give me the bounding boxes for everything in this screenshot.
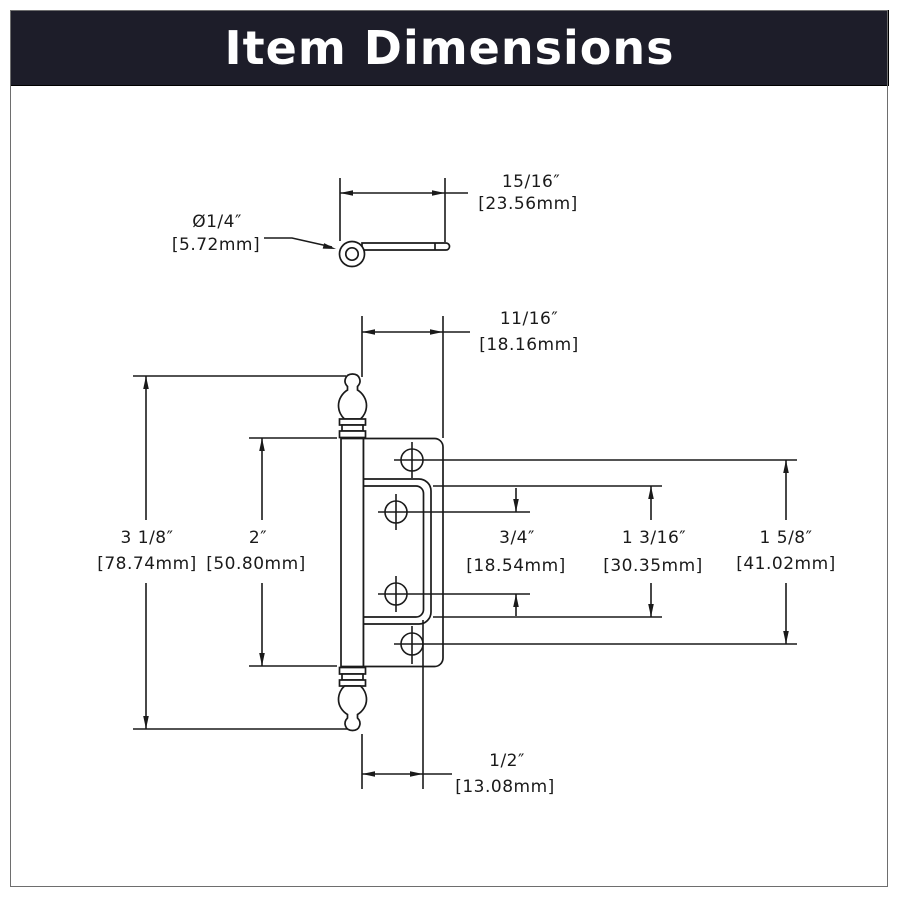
arrow [783, 631, 789, 644]
dim-outer-hole-spacing-inch: 1 5/8″ [760, 528, 813, 548]
arrow [259, 438, 265, 451]
dim-side-width: 15/16″ [23.56mm] [478, 172, 578, 214]
dim-leaf-width: 11/16″ [18.16mm] [479, 309, 579, 355]
page-title: Item Dimensions [224, 21, 675, 75]
arrow [783, 460, 789, 473]
arrow [432, 190, 445, 196]
arrow [362, 329, 375, 335]
dim-hole-spacing: 3/4″ [18.54mm] [466, 528, 566, 576]
screw-hole [384, 582, 408, 606]
dim-offset-mm: [13.08mm] [455, 777, 555, 797]
arrow [340, 190, 353, 196]
dim-side-width-inch: 15/16″ [502, 172, 560, 192]
dim-hole-spacing-mm: [18.54mm] [466, 556, 566, 576]
bottom-finial-ring [341, 673, 364, 681]
top-finial-ring [338, 418, 367, 426]
dimension-lines [133, 178, 787, 789]
dim-overall-height: 3 1/8″ [78.74mm] [97, 528, 197, 574]
dim-offset: 1/2″ [13.08mm] [455, 751, 555, 797]
arrow [513, 594, 519, 607]
dim-pin-diameter-mm: [5.72mm] [172, 235, 260, 255]
title-bar: Item Dimensions [10, 10, 889, 86]
bottom-finial [337, 685, 368, 732]
dim-offset-inch: 1/2″ [489, 751, 525, 771]
arrow [430, 329, 443, 335]
arrow [259, 653, 265, 666]
dim-plate-height-inch: 2″ [249, 528, 267, 548]
front-view [337, 373, 444, 732]
arrowheads [143, 190, 789, 777]
dim-pin-diameter-inch: Ø1/4″ [192, 212, 242, 232]
dim-pin-diameter: Ø1/4″ [5.72mm] [172, 212, 260, 255]
screw-holes [378, 442, 797, 664]
arrow [513, 499, 519, 512]
barrel [340, 437, 365, 668]
dimension-labels: Ø1/4″ [5.72mm] 15/16″ [23.56mm] 11/16″ [… [97, 172, 836, 797]
arrow [143, 716, 149, 729]
side-barrel-inner [344, 246, 360, 262]
dim-outer-hole-spacing: 1 5/8″ [41.02mm] [736, 528, 836, 574]
bottom-finial-ring [338, 679, 367, 687]
bottom-finial-ring [338, 666, 367, 675]
dim-cup-height: 1 3/16″ [30.35mm] [603, 528, 703, 576]
arrow [410, 771, 423, 777]
top-finial [337, 373, 368, 420]
dim-side-width-mm: [23.56mm] [478, 194, 578, 214]
top-finial-ring [338, 430, 367, 439]
hinge-views [337, 240, 451, 732]
arrow [362, 771, 375, 777]
dim-outer-hole-spacing-mm: [41.02mm] [736, 554, 836, 574]
cup-inner [363, 485, 425, 618]
dim-leaf-width-inch: 11/16″ [500, 309, 558, 329]
arrow [648, 486, 654, 499]
arrow [322, 243, 336, 249]
dim-leaf-width-mm: [18.16mm] [479, 335, 579, 355]
screw-hole [400, 448, 424, 472]
dim-cup-height-mm: [30.35mm] [603, 556, 703, 576]
dim-overall-height-inch: 3 1/8″ [121, 528, 174, 548]
dim-overall-height-mm: [78.74mm] [97, 554, 197, 574]
dim-hole-spacing-inch: 3/4″ [499, 528, 535, 548]
top-finial-ring [341, 424, 364, 432]
screw-hole [384, 500, 408, 524]
leader-line [264, 237, 333, 248]
dim-plate-height: 2″ [50.80mm] [206, 528, 306, 574]
side-leaf [361, 242, 451, 251]
side-view [338, 240, 451, 268]
dim-cup-height-inch: 1 3/16″ [622, 528, 686, 548]
arrow [143, 376, 149, 389]
arrow [648, 604, 654, 617]
dim-plate-height-mm: [50.80mm] [206, 554, 306, 574]
